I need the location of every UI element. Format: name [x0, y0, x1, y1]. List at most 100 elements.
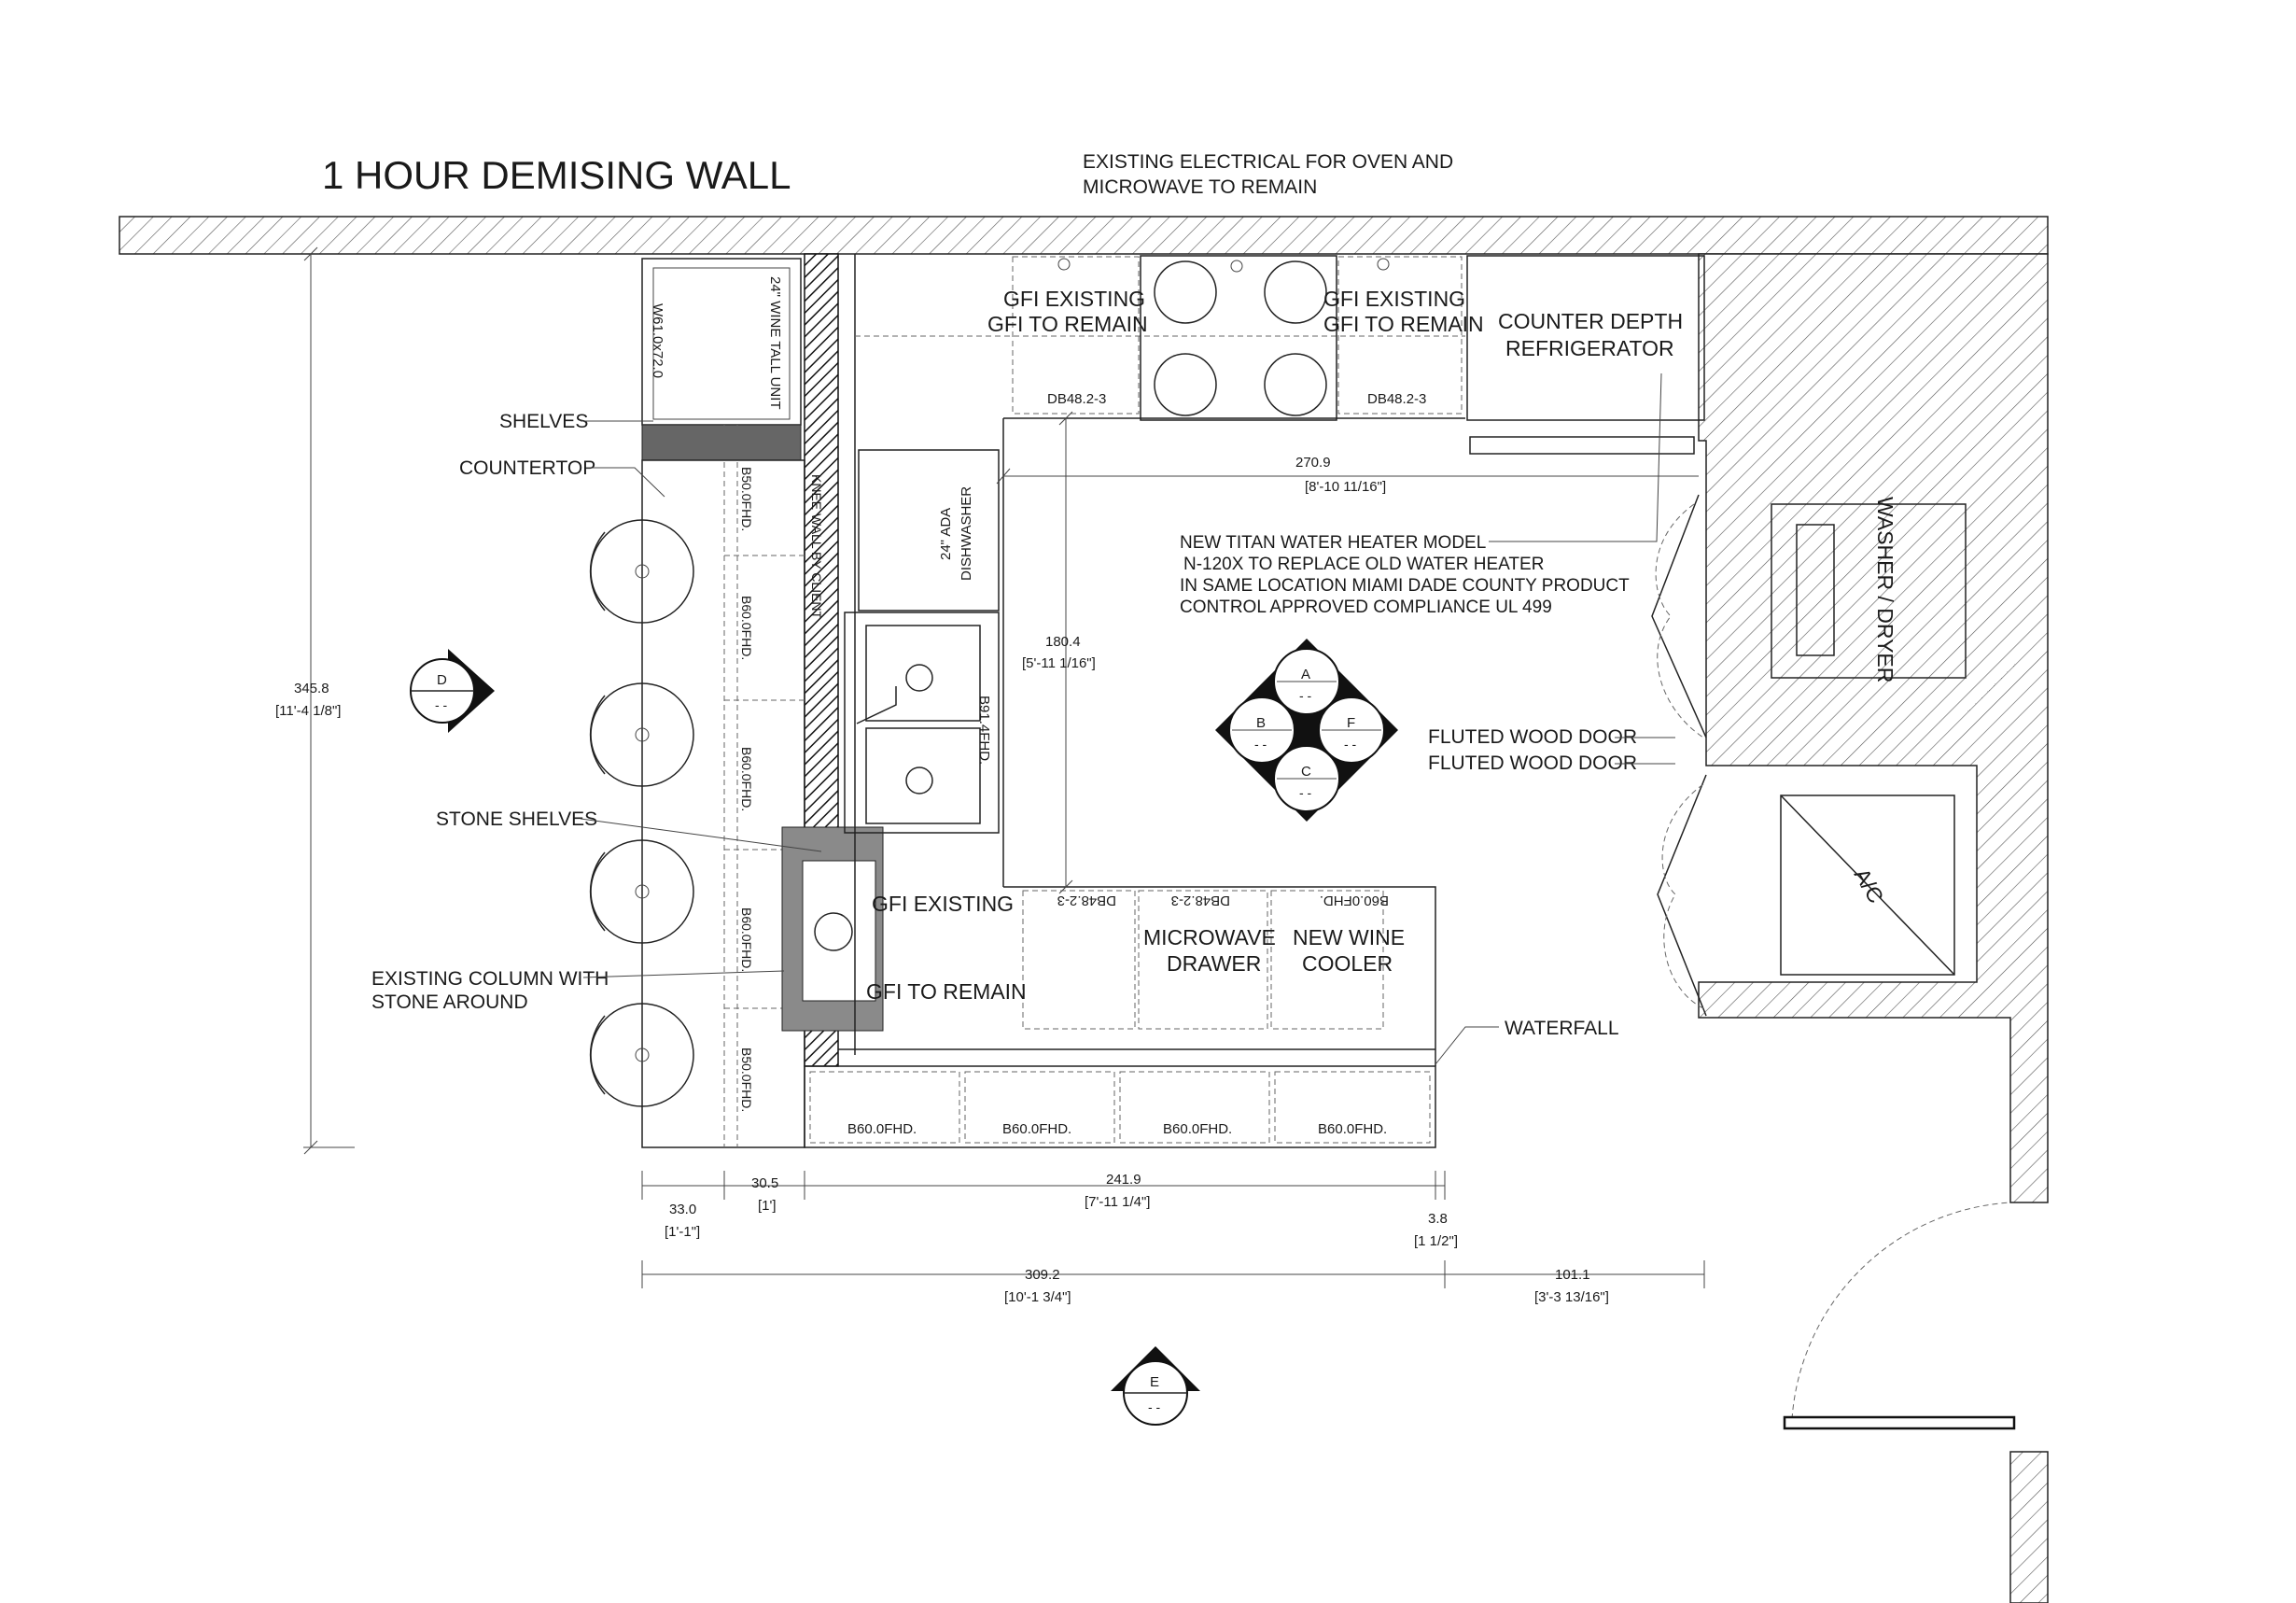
marker-a-sub: - - [1299, 688, 1312, 703]
fluted-door-label-2: FLUTED WOOD DOOR [1428, 752, 1637, 774]
dim-270-imperial: [8'-10 11/16"] [1305, 479, 1386, 495]
microwave-label-1: MICROWAVE [1143, 925, 1276, 949]
heater-note-line-4: CONTROL APPROVED COMPLIANCE UL 499 [1180, 598, 1552, 617]
island-cabinet-4: B60.0FHD. [739, 907, 754, 972]
right-wall [1698, 253, 2049, 1203]
island-cabinet-1: B50.0FHD. [739, 467, 754, 531]
ac-unit: A/C [1780, 794, 1955, 976]
dimensions: 270.9 [8'-10 11/16"] 180.4 [5'-11 1/16"]… [275, 246, 1705, 1305]
fluted-doors [1651, 494, 1707, 1017]
electrical-note-line-2: MICROWAVE TO REMAIN [1083, 176, 1317, 198]
marker-b-sub: - - [1254, 737, 1267, 752]
bar-stools [589, 519, 694, 1107]
walls [119, 216, 2049, 1603]
marker-f-sub: - - [1344, 737, 1357, 752]
marker-d-sub: - - [435, 697, 448, 712]
dim-3: 3.8 [1428, 1211, 1448, 1227]
outlet-icon [1377, 258, 1390, 271]
bottom-cabinet-4: B60.0FHD. [1318, 1121, 1387, 1137]
wine-unit-size: W61.0x72.0 [650, 303, 665, 378]
heater-note-line-1: NEW TITAN WATER HEATER MODEL [1180, 533, 1486, 553]
drawing-title: 1 HOUR DEMISING WALL [322, 153, 791, 197]
microwave-label-2: DRAWER [1167, 951, 1261, 976]
back-counter: DB48.2-3 DB48.2-3 [854, 254, 1465, 1055]
electrical-note-line-1: EXISTING ELECTRICAL FOR OVEN AND [1083, 151, 1453, 173]
marker-e-sub: - - [1148, 1399, 1161, 1414]
sink-run: 24" ADA DISHWASHER B91.4FHD. [844, 418, 1004, 887]
bar-stool [589, 839, 694, 944]
stone-shelves-label: STONE SHELVES [436, 809, 597, 830]
section-marker-d: D - - [410, 649, 495, 733]
dim-270: 270.9 [1295, 455, 1331, 471]
shelves-label: SHELVES [499, 411, 588, 432]
stone-column [781, 826, 884, 1032]
island-cabinet-3: B60.0FHD. [739, 747, 754, 811]
demising-wall [119, 216, 2049, 255]
dim-101-imperial: [3'-3 13/16"] [1534, 1289, 1609, 1305]
dim-309: 309.2 [1025, 1267, 1060, 1283]
dim-3-imperial: [1 1/2"] [1414, 1233, 1458, 1249]
refrigerator: COUNTER DEPTH REFRIGERATOR [1466, 255, 1705, 455]
fluted-door-label-1: FLUTED WOOD DOOR [1428, 726, 1637, 748]
dim-33: 33.0 [669, 1202, 696, 1217]
marker-a: A [1301, 667, 1310, 682]
refrigerator-label-1: COUNTER DEPTH [1498, 309, 1683, 333]
dishwasher-label-2: DISHWASHER [959, 486, 974, 581]
washer-dryer: WASHER / DRYER [1771, 497, 1967, 682]
bottom-cabinet-1: B60.0FHD. [847, 1121, 917, 1137]
cooktop [1140, 255, 1337, 421]
gfi-existing-column: GFI EXISTING [872, 892, 1014, 916]
peninsula-drawer-1: DB48.2-3 [1057, 893, 1116, 908]
knee-wall-label: KNEE WALL BY CLIENT [809, 474, 824, 620]
section-marker-e: E - - [1111, 1346, 1200, 1426]
marker-c-sub: - - [1299, 785, 1312, 800]
washer-dryer-label: WASHER / DRYER [1873, 497, 1897, 682]
column-label-1: EXISTING COLUMN WITH [371, 968, 609, 990]
heater-note-line-2: N-120X TO REPLACE OLD WATER HEATER [1183, 555, 1544, 574]
island-cabinet-5: B50.0FHD. [739, 1048, 754, 1112]
island-counter: B50.0FHD. B60.0FHD. B60.0FHD. B60.0FHD. … [641, 425, 824, 1148]
dim-241: 241.9 [1106, 1172, 1141, 1188]
countertop-label: COUNTERTOP [459, 457, 595, 479]
dim-180: 180.4 [1045, 634, 1081, 650]
bar-stool [589, 1003, 694, 1107]
marker-f: F [1347, 715, 1355, 731]
gfi-existing-right: GFI EXISTING [1323, 287, 1465, 311]
dim-345: 345.8 [294, 681, 329, 696]
bottom-cabinet-2: B60.0FHD. [1002, 1121, 1071, 1137]
gfi-remain-right: GFI TO REMAIN [1323, 312, 1484, 336]
peninsula-drawer-2: DB48.2-3 [1171, 893, 1230, 908]
wine-tall-unit: 24" WINE TALL UNIT W61.0x72.0 [641, 258, 802, 426]
dim-30-imperial: [1'] [758, 1198, 777, 1214]
gfi-remain-left: GFI TO REMAIN [987, 312, 1148, 336]
island-cabinet-2: B60.0FHD. [739, 596, 754, 660]
bottom-cabinet-3: B60.0FHD. [1163, 1121, 1232, 1137]
dim-30: 30.5 [751, 1175, 778, 1191]
refrigerator-label-2: REFRIGERATOR [1505, 336, 1674, 360]
dark-shelves [641, 424, 802, 461]
column-label-2: STONE AROUND [371, 991, 528, 1013]
gfi-remain-column: GFI TO REMAIN [866, 979, 1027, 1004]
heater-note-line-3: IN SAME LOCATION MIAMI DADE COUNTY PRODU… [1180, 576, 1630, 596]
marker-c: C [1301, 764, 1311, 780]
drawer-base-top-right: DB48.2-3 [1367, 391, 1426, 407]
dim-345-imperial: [11'-4 1/8"] [275, 703, 341, 719]
dim-180-imperial: [5'-11 1/16"] [1022, 655, 1096, 671]
sink-cabinet-label: B91.4FHD. [976, 696, 992, 765]
outlet-icon [1057, 258, 1071, 271]
bar-stool [589, 519, 694, 624]
peninsula-cabinet-3: B60.0FHD. [1320, 893, 1389, 908]
dishwasher-label-1: 24" ADA [938, 508, 954, 560]
wine-cooler-label-1: NEW WINE [1293, 925, 1405, 949]
peninsula: DB48.2-3 DB48.2-3 B60.0FHD. MICROWAVE DR… [1003, 886, 1436, 1066]
bottom-cabinets: B60.0FHD. B60.0FHD. B60.0FHD. B60.0FHD. [804, 1048, 1436, 1148]
bar-stool [589, 682, 694, 787]
waterfall-label: WATERFALL [1505, 1018, 1619, 1039]
marker-d-letter: D [437, 672, 447, 688]
dim-33-imperial: [1'-1"] [665, 1224, 700, 1240]
dim-101: 101.1 [1555, 1267, 1590, 1283]
wine-cooler-label-2: COOLER [1302, 951, 1393, 976]
drawer-base-top-left: DB48.2-3 [1047, 391, 1106, 407]
right-lower-wall [2009, 1451, 2049, 1603]
